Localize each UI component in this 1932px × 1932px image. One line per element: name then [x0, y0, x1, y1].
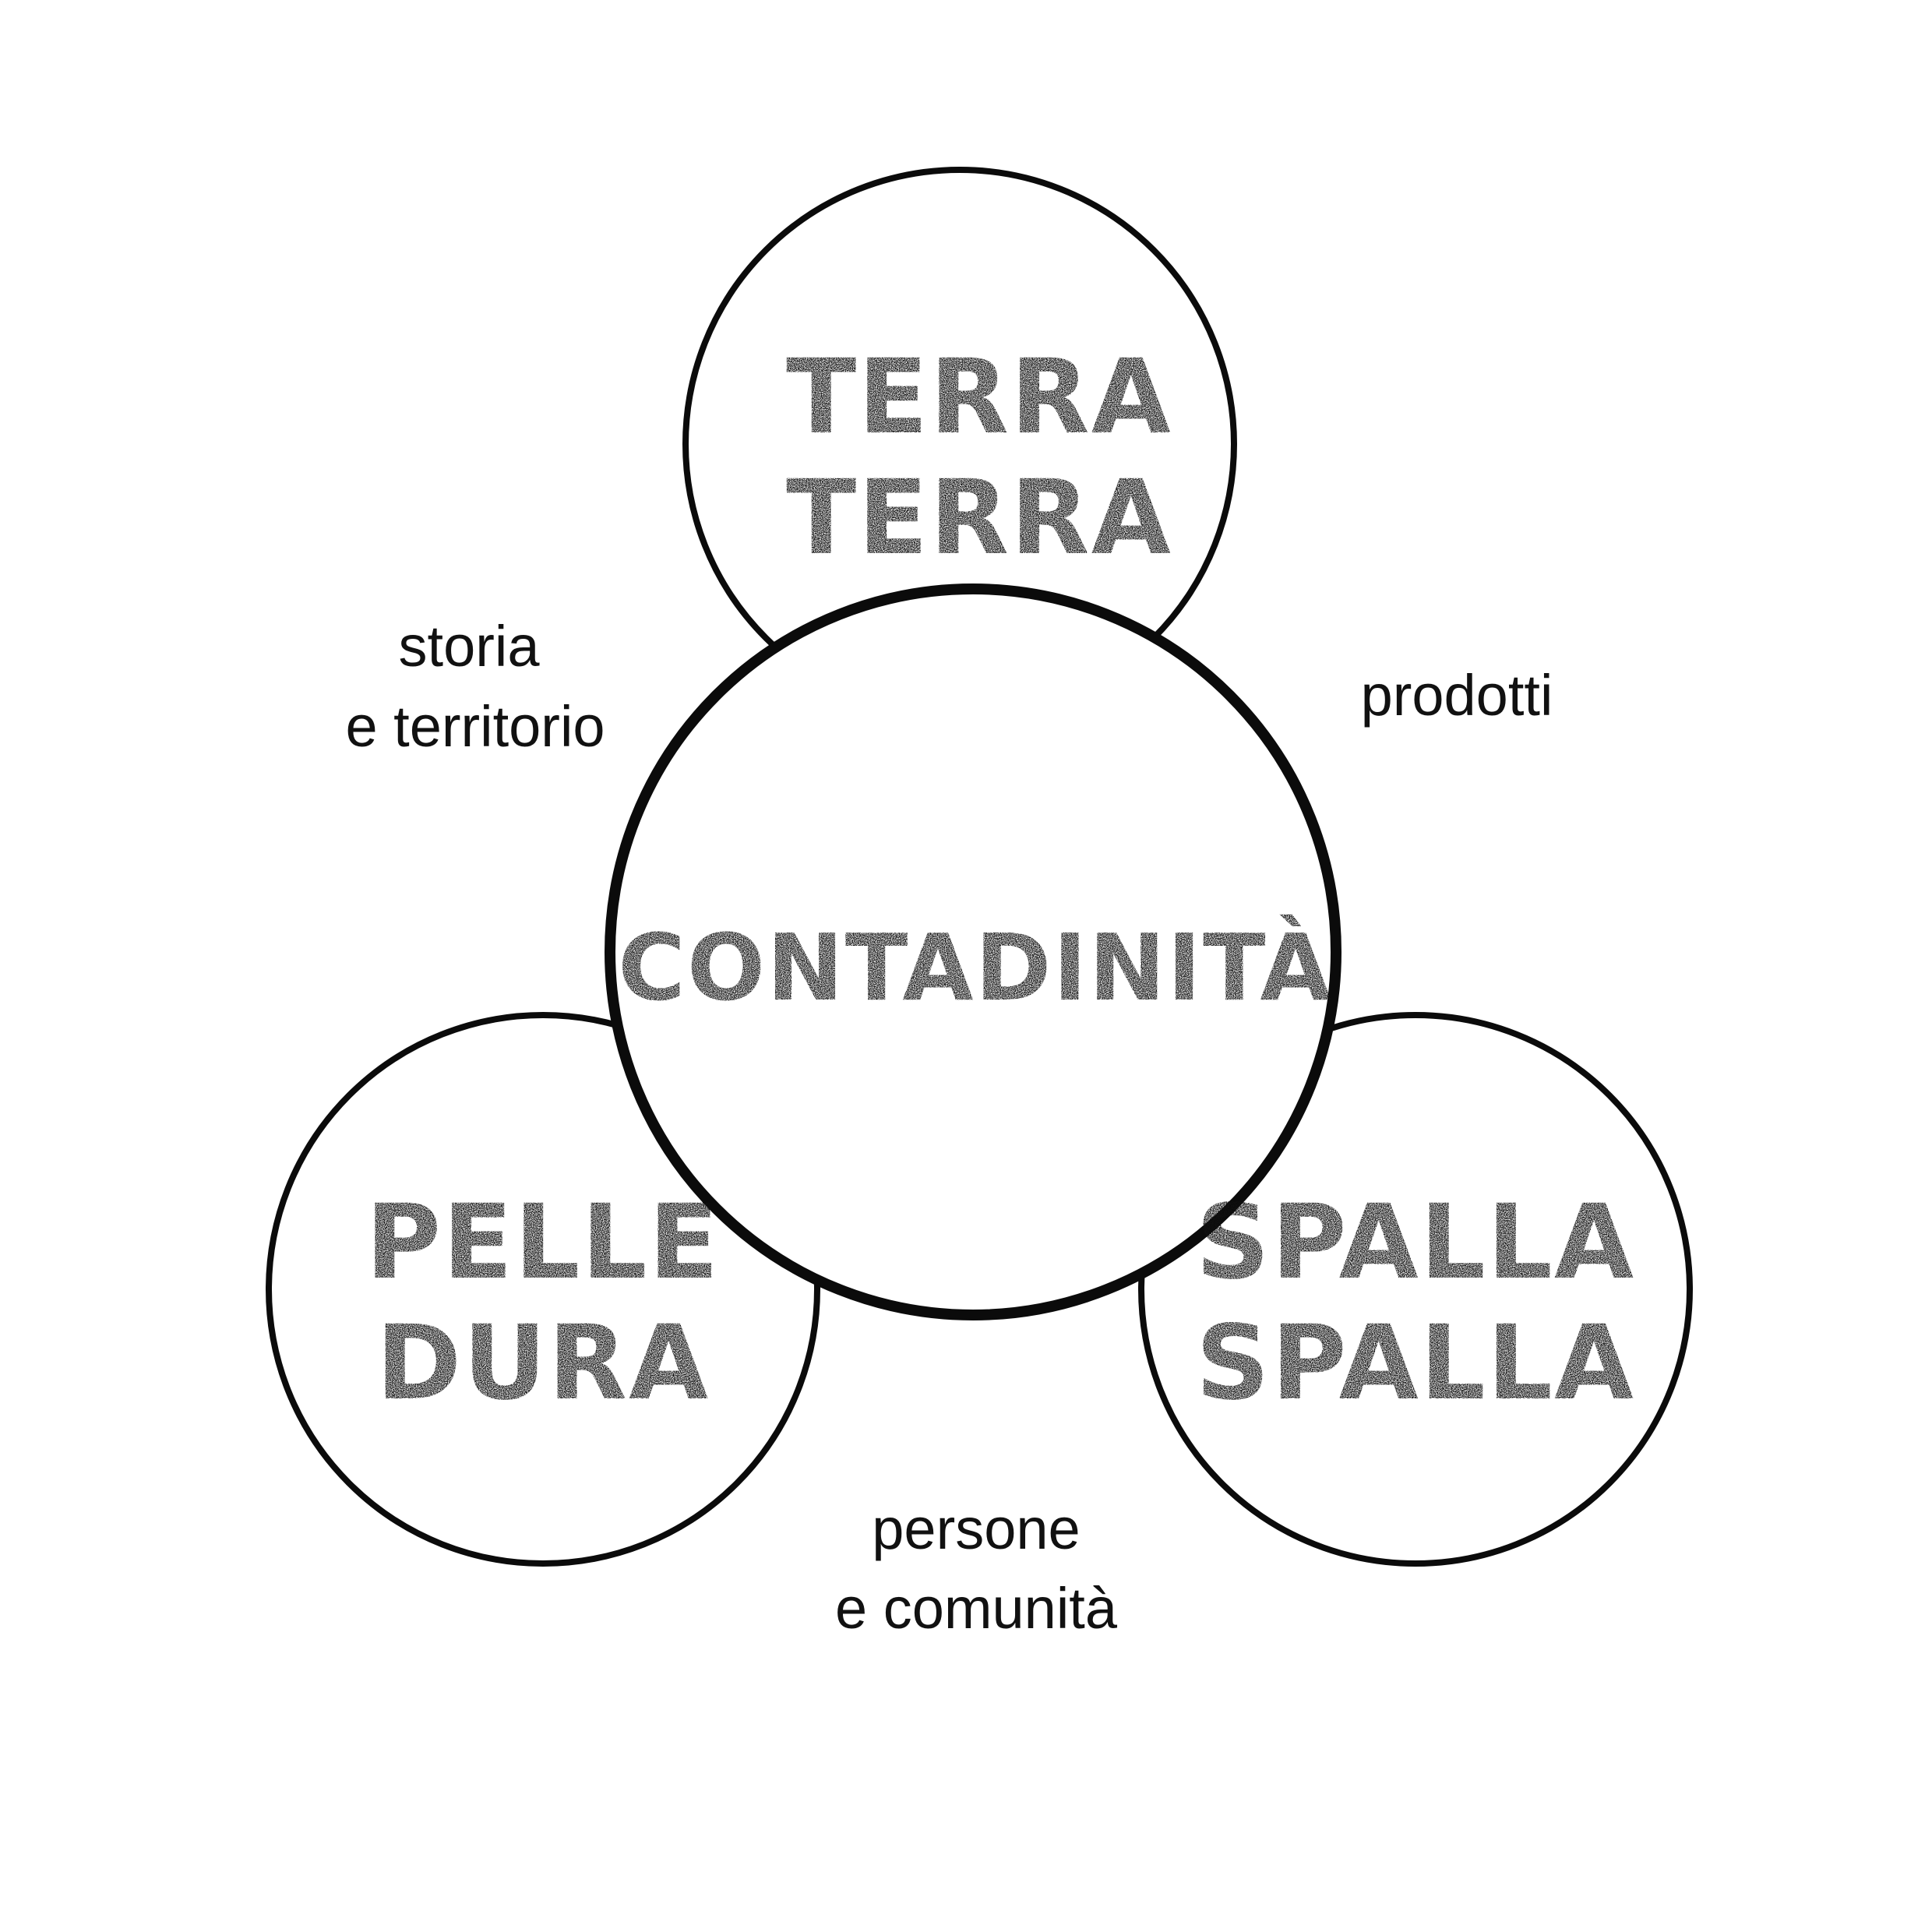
top-circle-line1: TERRA: [786, 337, 1172, 457]
center-title: CONTADINITÀ: [618, 914, 1333, 1021]
left-circle-line2: DURA: [376, 1303, 710, 1423]
label-storia: storia: [399, 614, 541, 679]
right-circle-line2: SPALLA: [1196, 1303, 1635, 1423]
top-circle-line2: TERRA: [786, 458, 1172, 578]
left-circle-line1: PELLE: [365, 1183, 720, 1303]
label-comunita: e comunità: [835, 1576, 1118, 1641]
right-circle-line1: SPALLA: [1196, 1183, 1635, 1303]
label-persone: persone: [872, 1497, 1080, 1561]
center-circle: [605, 583, 1341, 1320]
label-territorio: e territorio: [345, 694, 605, 759]
label-prodotti: prodotti: [1361, 663, 1553, 728]
